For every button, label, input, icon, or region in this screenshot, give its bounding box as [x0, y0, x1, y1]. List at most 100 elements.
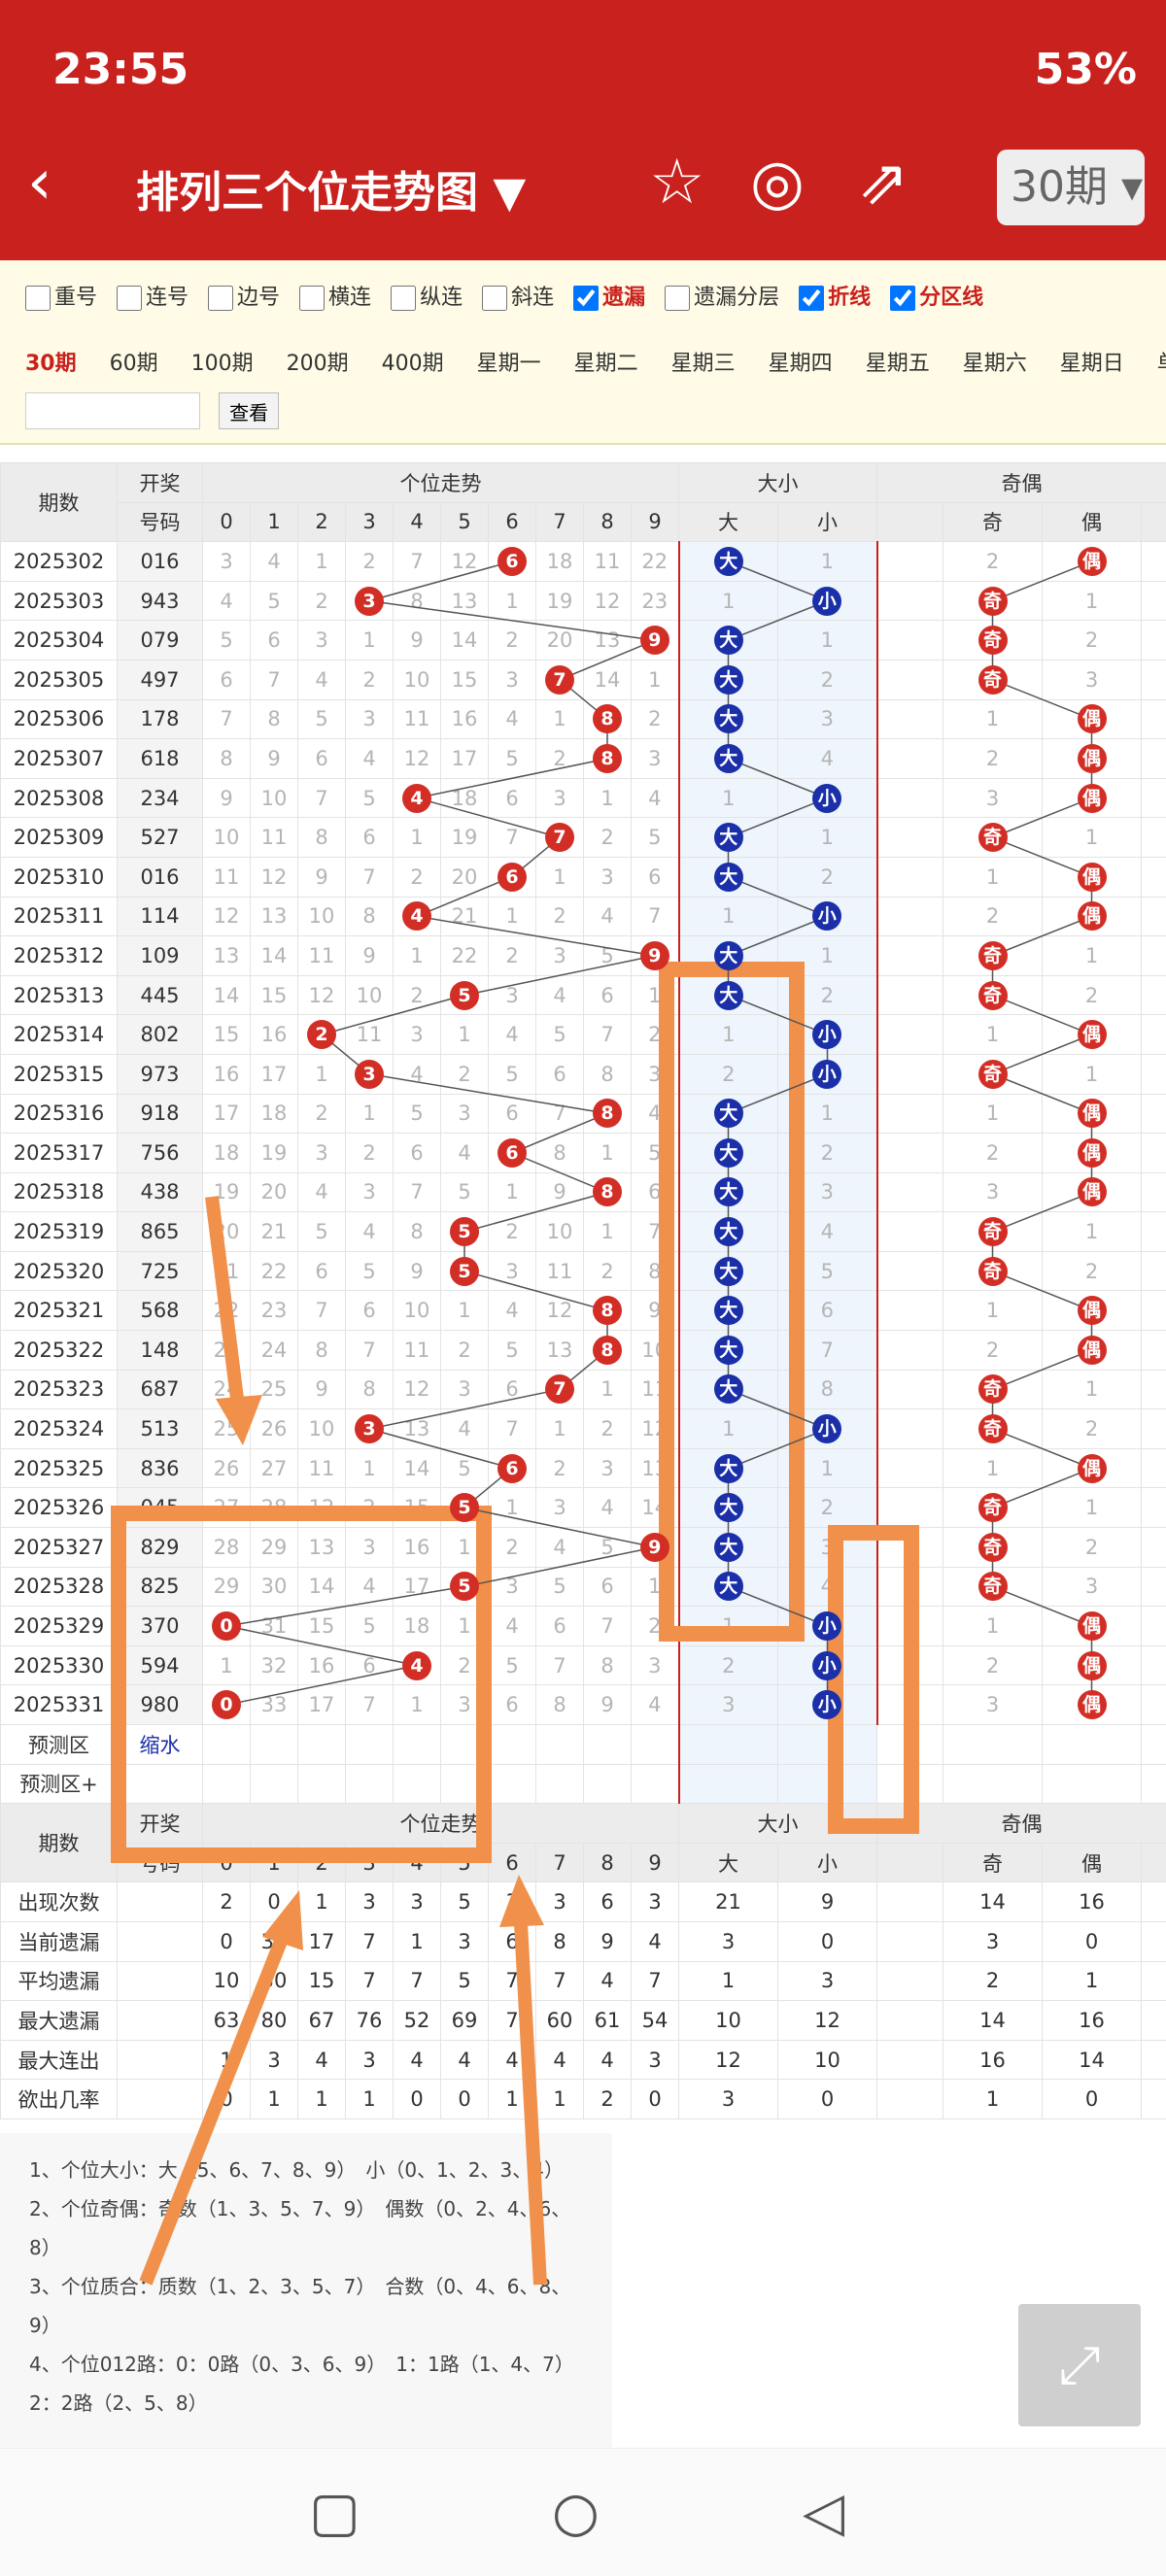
- recent-apps-icon[interactable]: ▢: [309, 2481, 360, 2544]
- period-tab[interactable]: 星期二: [573, 352, 638, 376]
- filter-7[interactable]: 遗漏分层: [665, 280, 779, 311]
- predict-cell[interactable]: [488, 1763, 536, 1805]
- stats-value: 1: [297, 1881, 346, 1922]
- period-tab[interactable]: 星期一: [476, 352, 541, 376]
- bigsmall-ball: 大: [713, 1335, 743, 1365]
- predict-cell[interactable]: [678, 1724, 778, 1765]
- filter-4[interactable]: 纵连: [391, 280, 463, 311]
- stats-value: 10: [777, 2039, 877, 2081]
- share-icon[interactable]: ⇗: [857, 147, 909, 219]
- stats-gap: [1141, 1881, 1166, 1922]
- bigsmall-ball: 大: [713, 980, 743, 1010]
- stats-value: 3: [345, 2039, 394, 2081]
- back-nav-icon[interactable]: ◁: [803, 2481, 845, 2544]
- digit-ball: 5: [450, 1217, 479, 1247]
- draw-cell: 973: [117, 1053, 203, 1095]
- period-tab[interactable]: 星期六: [962, 352, 1027, 376]
- period-tab[interactable]: 星期五: [865, 352, 930, 376]
- predict-cell[interactable]: [777, 1724, 877, 1765]
- digit-ball: 7: [545, 823, 574, 853]
- stats-value: 3: [535, 1881, 584, 1922]
- period-tab[interactable]: 60期: [109, 352, 158, 376]
- oddeven-ball: 偶: [1077, 901, 1107, 932]
- issue-cell: 2025327: [0, 1527, 118, 1568]
- draw-cell: 445: [117, 974, 203, 1016]
- back-icon[interactable]: ‹: [27, 147, 52, 219]
- oddeven-ball: 奇: [977, 980, 1008, 1010]
- page-title[interactable]: 排列三个位走势图 ▼: [136, 168, 527, 218]
- stats-value: 21: [678, 1881, 778, 1922]
- predict-cell[interactable]: [393, 1724, 441, 1765]
- search-button[interactable]: 查看: [219, 392, 280, 429]
- bigsmall-ball: 大: [713, 862, 743, 892]
- oddeven-ball: 奇: [977, 1572, 1008, 1602]
- gap-cell: [1141, 698, 1166, 740]
- filter-5[interactable]: 斜连: [482, 280, 554, 311]
- filter-3[interactable]: 横连: [299, 280, 371, 311]
- gap-cell: [1141, 1408, 1166, 1449]
- stats-value: 16: [1042, 2000, 1142, 2041]
- search-row: 查看: [25, 392, 280, 429]
- status-time: 23:55: [52, 45, 189, 94]
- expand-icon[interactable]: ⤢: [1018, 2304, 1141, 2426]
- predict-cell[interactable]: [943, 1763, 1043, 1805]
- gap-cell: [1141, 580, 1166, 622]
- predict-cell[interactable]: [777, 1763, 877, 1805]
- gap-cell: [1141, 1250, 1166, 1292]
- filter-0[interactable]: 重号: [25, 280, 97, 311]
- bigsmall-ball: 大: [713, 664, 743, 695]
- gap-cell: [875, 1487, 943, 1529]
- gap-cell: [875, 541, 943, 582]
- stats-row: 出现次数20133533632191416: [0, 1881, 1166, 1922]
- stats-header-odd: 奇: [943, 1842, 1043, 1883]
- predict-row: 预测区缩水: [0, 1724, 1166, 1765]
- digit-ball: 3: [355, 1414, 384, 1444]
- stats-value: 4: [440, 2039, 489, 2081]
- digit-ball: 3: [355, 586, 384, 616]
- stats-value: 3: [440, 1920, 489, 1962]
- period-tab[interactable]: 单期: [1157, 346, 1166, 377]
- stats-empty: [117, 2000, 203, 2041]
- gap-cell: [875, 1290, 943, 1332]
- digit-ball: 9: [639, 1532, 669, 1562]
- filter-2[interactable]: 边号: [208, 280, 280, 311]
- predict-cell[interactable]: [943, 1724, 1043, 1765]
- header-digit-0: 0: [202, 501, 251, 543]
- header-digit-8: 8: [583, 501, 632, 543]
- draw-cell: 114: [117, 896, 203, 937]
- predict-shrink[interactable]: 缩水: [117, 1724, 203, 1765]
- stats-value: 10: [202, 1960, 251, 2002]
- period-tab[interactable]: 30期: [25, 352, 77, 376]
- filter-8[interactable]: 折线: [799, 280, 871, 311]
- home-icon[interactable]: ○: [552, 2481, 600, 2544]
- predict-cell[interactable]: [345, 1763, 394, 1805]
- period-tab[interactable]: 100期: [190, 352, 254, 376]
- header-big: 大: [678, 501, 778, 543]
- period-select[interactable]: 30期 ▾: [997, 150, 1145, 225]
- bigsmall-ball: 大: [713, 704, 743, 734]
- stats-value: 16: [1042, 1881, 1142, 1922]
- stats-value: 4: [535, 2039, 584, 2081]
- period-tab[interactable]: 200期: [286, 352, 349, 376]
- robot-icon[interactable]: ◎: [750, 147, 805, 219]
- stats-value: 2: [583, 2079, 632, 2119]
- filter-9[interactable]: 分区线: [890, 280, 983, 311]
- period-tab[interactable]: 星期日: [1059, 352, 1124, 376]
- filter-6[interactable]: 遗漏: [573, 280, 645, 311]
- filter-1[interactable]: 连号: [117, 280, 189, 311]
- bigsmall-ball: 大: [713, 1296, 743, 1326]
- star-icon[interactable]: ☆: [649, 147, 705, 219]
- issue-search-input[interactable]: [25, 392, 200, 429]
- period-tab[interactable]: 星期四: [768, 352, 833, 376]
- stats-value: 7: [631, 1960, 679, 2002]
- issue-cell: 2025315: [0, 1053, 118, 1095]
- period-tab[interactable]: 星期三: [670, 352, 736, 376]
- period-tab[interactable]: 400期: [381, 352, 444, 376]
- stats-header-gap: [876, 1842, 943, 1883]
- gap-cell: [875, 698, 943, 740]
- draw-cell: 497: [117, 659, 203, 700]
- digit-ball: 6: [497, 546, 527, 576]
- oddeven-ball: 偶: [1077, 1335, 1107, 1365]
- stats-value: 2: [202, 1881, 251, 1922]
